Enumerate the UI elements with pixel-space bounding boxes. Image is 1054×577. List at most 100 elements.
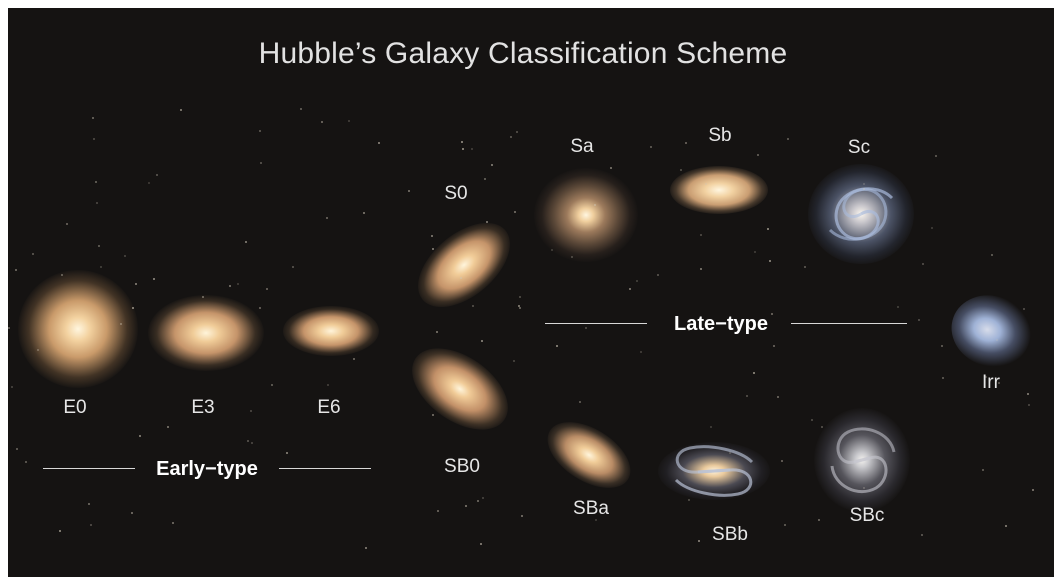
star-speck bbox=[685, 142, 687, 144]
star-speck bbox=[700, 268, 702, 270]
label-sbc: SBc bbox=[849, 505, 885, 526]
star-speck bbox=[202, 296, 204, 298]
star-speck bbox=[519, 296, 521, 298]
galaxy-sba-image bbox=[536, 408, 642, 502]
star-speck bbox=[432, 414, 434, 416]
star-speck bbox=[991, 254, 993, 256]
label-e6: E6 bbox=[317, 397, 341, 418]
star-speck bbox=[781, 460, 783, 462]
star-speck bbox=[897, 306, 899, 308]
galaxy-s0-image bbox=[402, 206, 526, 324]
star-speck bbox=[431, 235, 433, 237]
late-rule-right bbox=[791, 323, 907, 324]
star-speck bbox=[365, 547, 367, 549]
star-speck bbox=[432, 248, 434, 250]
star-speck bbox=[941, 345, 943, 347]
star-speck bbox=[259, 307, 261, 309]
late-type-label: Late−type bbox=[674, 313, 768, 335]
star-speck bbox=[513, 360, 515, 362]
star-speck bbox=[985, 376, 987, 378]
star-speck bbox=[918, 319, 920, 321]
label-sc: Sc bbox=[847, 137, 871, 158]
early-type-label: Early−type bbox=[156, 458, 258, 480]
star-speck bbox=[172, 522, 174, 524]
star-speck bbox=[942, 377, 944, 379]
star-speck bbox=[818, 519, 820, 521]
sbc-spiral-arms bbox=[830, 427, 896, 494]
galaxy-sb-image bbox=[670, 166, 768, 214]
star-speck bbox=[556, 345, 558, 347]
star-speck bbox=[16, 448, 18, 450]
label-sb: Sb bbox=[708, 125, 732, 146]
star-speck bbox=[156, 174, 158, 176]
star-speck bbox=[25, 461, 27, 463]
star-speck bbox=[486, 221, 488, 223]
star-speck bbox=[59, 530, 61, 532]
star-speck bbox=[148, 182, 150, 184]
label-sba: SBa bbox=[573, 498, 609, 519]
star-speck bbox=[680, 169, 682, 171]
star-speck bbox=[640, 351, 642, 353]
star-speck bbox=[32, 253, 34, 255]
star-speck bbox=[510, 136, 512, 138]
star-speck bbox=[348, 120, 350, 122]
star-speck bbox=[326, 217, 328, 219]
star-speck bbox=[629, 288, 631, 290]
star-speck bbox=[286, 452, 288, 454]
star-speck bbox=[229, 285, 231, 287]
star-speck bbox=[93, 138, 95, 140]
label-e3: E3 bbox=[191, 397, 215, 418]
early-rule-right bbox=[279, 468, 371, 469]
star-speck bbox=[784, 524, 786, 526]
star-speck bbox=[135, 283, 137, 285]
star-speck bbox=[266, 288, 268, 290]
star-speck bbox=[37, 349, 39, 351]
star-speck bbox=[480, 543, 482, 545]
star-speck bbox=[139, 435, 141, 437]
star-speck bbox=[821, 426, 823, 428]
star-speck bbox=[300, 108, 302, 110]
star-speck bbox=[260, 162, 262, 164]
star-speck bbox=[378, 142, 380, 144]
star-speck bbox=[15, 269, 17, 271]
star-speck bbox=[571, 256, 573, 258]
star-speck bbox=[1027, 393, 1029, 395]
star-speck bbox=[705, 183, 707, 185]
star-speck bbox=[804, 266, 806, 268]
galaxy-irr-image bbox=[941, 284, 1041, 378]
label-sa: Sa bbox=[570, 136, 594, 157]
star-speck bbox=[729, 452, 731, 454]
star-speck bbox=[1032, 489, 1034, 491]
star-speck bbox=[767, 228, 769, 230]
star-speck bbox=[753, 372, 755, 374]
star-speck bbox=[460, 277, 462, 279]
star-speck bbox=[585, 327, 587, 329]
star-speck bbox=[96, 202, 98, 204]
star-speck bbox=[594, 204, 596, 206]
label-sb0: SB0 bbox=[444, 456, 480, 477]
star-speck bbox=[700, 234, 702, 236]
star-speck bbox=[863, 487, 865, 489]
star-speck bbox=[237, 283, 239, 285]
diagram-panel: Hubble’s Galaxy Classification Scheme E0… bbox=[8, 8, 1054, 577]
star-speck bbox=[773, 345, 775, 347]
star-speck bbox=[688, 329, 690, 331]
late-rule-left bbox=[545, 323, 647, 324]
star-speck bbox=[132, 307, 134, 309]
star-speck bbox=[518, 305, 520, 307]
star-speck bbox=[491, 164, 493, 166]
star-speck bbox=[811, 419, 813, 421]
star-speck bbox=[636, 280, 638, 282]
star-speck bbox=[462, 148, 464, 150]
galaxy-sbc-image bbox=[814, 408, 910, 512]
star-speck bbox=[595, 519, 597, 521]
star-speck bbox=[698, 540, 700, 542]
star-speck bbox=[245, 241, 247, 243]
star-speck bbox=[92, 117, 94, 119]
star-speck bbox=[408, 190, 410, 192]
star-speck bbox=[657, 274, 659, 276]
star-speck bbox=[863, 188, 865, 190]
star-speck bbox=[688, 499, 690, 501]
star-speck bbox=[996, 339, 998, 341]
star-speck bbox=[90, 524, 92, 526]
